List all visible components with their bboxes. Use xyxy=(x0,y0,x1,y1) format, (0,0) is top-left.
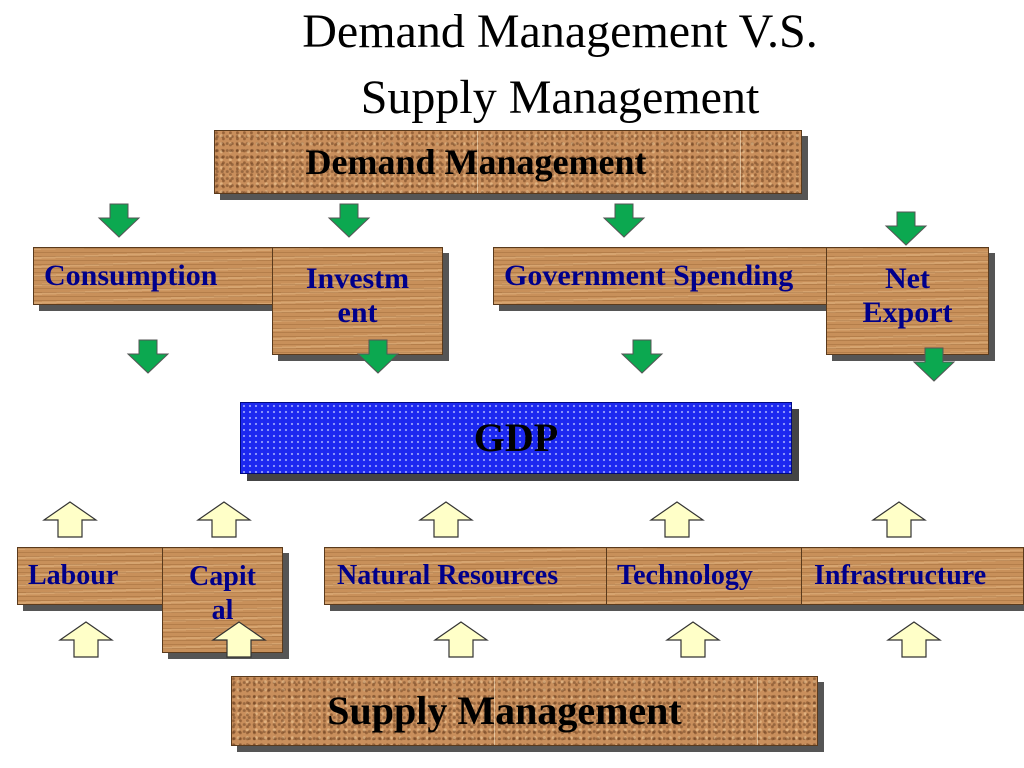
infrastructure-box: Infrastructure xyxy=(801,547,1024,605)
down-arrow-icon xyxy=(327,203,371,238)
up-arrow-icon xyxy=(871,501,927,538)
labour-box: Labour xyxy=(17,547,167,605)
up-arrow-icon xyxy=(196,501,252,538)
net-export-box: Net Export xyxy=(826,247,989,355)
down-arrow-icon xyxy=(126,339,170,374)
up-arrow-icon xyxy=(665,621,721,658)
gdp-box: GDP xyxy=(240,402,792,474)
up-arrow-icon xyxy=(886,621,942,658)
gdp-label: GDP xyxy=(473,415,559,460)
technology-box: Technology xyxy=(606,547,808,605)
demand-management-box: Demand Management xyxy=(214,130,802,194)
consumption-box: Consumption xyxy=(33,247,283,305)
infrastructure-label: Infrastructure xyxy=(814,560,987,591)
down-arrow-icon xyxy=(602,203,646,238)
up-arrow-icon xyxy=(211,621,267,658)
down-arrow-icon xyxy=(356,339,400,374)
capital-box: Capit al xyxy=(162,547,283,653)
government-spending-box: Government Spending xyxy=(493,247,833,305)
investment-label-line-1: Investm xyxy=(305,262,410,295)
supply-management-label: Supply Management xyxy=(327,688,682,733)
up-arrow-icon xyxy=(418,501,474,538)
down-arrow-icon xyxy=(620,339,664,374)
demand-management-label: Demand Management xyxy=(305,142,647,182)
technology-label: Technology xyxy=(617,560,753,591)
slide-title-line-1: Demand Management V.S. xyxy=(302,5,818,58)
net-export-label-line-2: Export xyxy=(862,296,953,329)
up-arrow-icon xyxy=(42,501,98,538)
consumption-label: Consumption xyxy=(44,259,218,292)
up-arrow-icon xyxy=(433,621,489,658)
labour-label: Labour xyxy=(28,560,119,591)
net-export-label-line-1: Net xyxy=(885,262,930,295)
natural-resources-label: Natural Resources xyxy=(337,560,559,591)
down-arrow-icon xyxy=(97,203,141,238)
slide-title-line-2: Supply Management xyxy=(360,71,760,124)
investment-label-line-2: ent xyxy=(337,296,378,329)
up-arrow-icon xyxy=(58,621,114,658)
government-spending-label: Government Spending xyxy=(504,259,794,292)
up-arrow-icon xyxy=(649,501,705,538)
capital-label-line-2: al xyxy=(211,595,234,626)
down-arrow-icon xyxy=(912,347,956,382)
supply-management-box: Supply Management xyxy=(231,676,818,746)
investment-box: Investm ent xyxy=(272,247,443,355)
down-arrow-icon xyxy=(884,211,928,246)
natural-resources-box: Natural Resources xyxy=(324,547,614,605)
capital-label-line-1: Capit xyxy=(189,561,256,592)
